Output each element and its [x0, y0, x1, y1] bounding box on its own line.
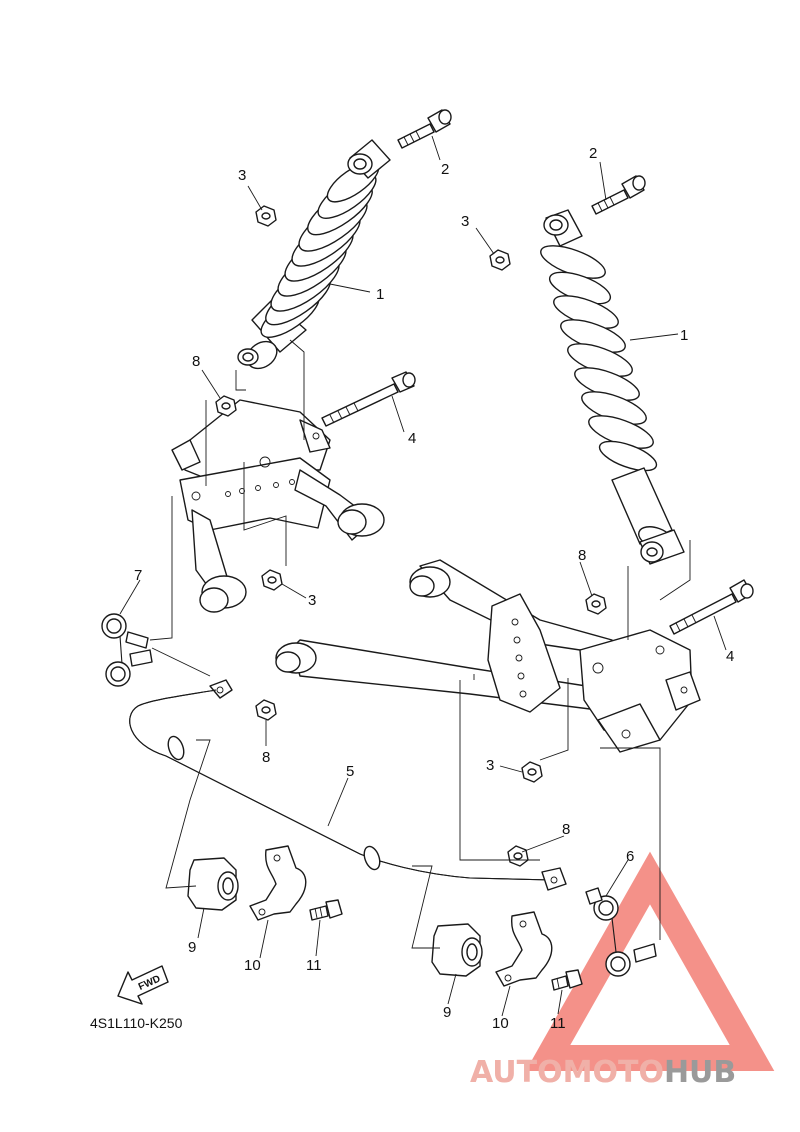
callout-8-upper-left: 8	[192, 353, 200, 370]
callout-11-right: 11	[550, 1015, 566, 1032]
stabilizer-left-nut	[255, 699, 277, 721]
callout-4-left: 4	[408, 430, 416, 447]
callout-3-lower-left: 3	[308, 592, 316, 609]
callout-2-right: 2	[589, 145, 597, 162]
right-a-arm	[275, 559, 701, 753]
right-long-bolt	[669, 579, 754, 635]
callout-10-left: 10	[244, 957, 261, 974]
left-upper-bolt	[397, 109, 452, 149]
callout-2-left: 2	[441, 161, 449, 178]
callout-1-left: 1	[376, 286, 384, 303]
fwd-arrow-icon: FWD	[117, 965, 169, 1005]
left-long-bolt	[321, 371, 416, 427]
callout-9-left: 9	[188, 939, 196, 956]
callout-9-right: 9	[443, 1004, 451, 1021]
left-collar-nut	[215, 395, 237, 417]
callout-3-upper-left: 3	[238, 167, 246, 184]
watermark-triangle-logo	[525, 851, 775, 1071]
callout-11-left: 11	[306, 957, 322, 974]
diagram-code: 4S1L110-K250	[90, 1015, 183, 1031]
left-clamp-bolt	[309, 899, 343, 921]
stabilizer-right-nut	[507, 845, 529, 867]
left-shock-absorber	[237, 139, 391, 370]
right-lower-nut	[521, 761, 543, 783]
callout-10-right: 10	[492, 1015, 509, 1032]
callout-5: 5	[346, 763, 354, 780]
callout-numbers: 1 1 2 2 3 3 3 3 4 4 5 6 7 8 8 8 8 9 9 10…	[134, 145, 734, 1032]
right-collar-nut	[585, 593, 607, 615]
watermark-text: AUTOMOTOHUB	[470, 1055, 736, 1090]
callout-3-lower-right: 3	[486, 757, 494, 774]
right-bar-clamp	[495, 911, 553, 987]
right-upper-bolt	[591, 175, 646, 215]
leader-lines	[119, 135, 727, 1017]
callout-4-right: 4	[726, 648, 734, 665]
left-upper-nut	[255, 205, 277, 227]
watermark-text-secondary: HUB	[664, 1055, 736, 1090]
left-stabilizer-link	[101, 613, 153, 687]
callout-8-lower-right: 8	[562, 821, 570, 838]
callout-7: 7	[134, 567, 142, 584]
right-stabilizer-link	[585, 887, 657, 977]
left-bar-clamp	[249, 845, 307, 921]
right-upper-nut	[489, 249, 511, 271]
callout-8-upper-right: 8	[578, 547, 586, 564]
right-bar-bushing	[431, 923, 483, 977]
left-a-arm	[171, 399, 385, 613]
right-shock-absorber	[540, 209, 685, 565]
callout-8-lower-left: 8	[262, 749, 270, 766]
right-clamp-bolt	[551, 969, 583, 991]
callout-3-upper-right: 3	[461, 213, 469, 230]
callout-1-right: 1	[680, 327, 688, 344]
stabilizer-bar	[129, 679, 567, 891]
left-lower-nut	[261, 569, 283, 591]
left-bar-bushing	[187, 857, 239, 911]
callout-6: 6	[626, 848, 634, 865]
watermark-text-primary: AUTOMOTO	[470, 1055, 664, 1090]
svg-text:AUTOMOTOHUB: AUTOMOTOHUB	[470, 1055, 736, 1090]
